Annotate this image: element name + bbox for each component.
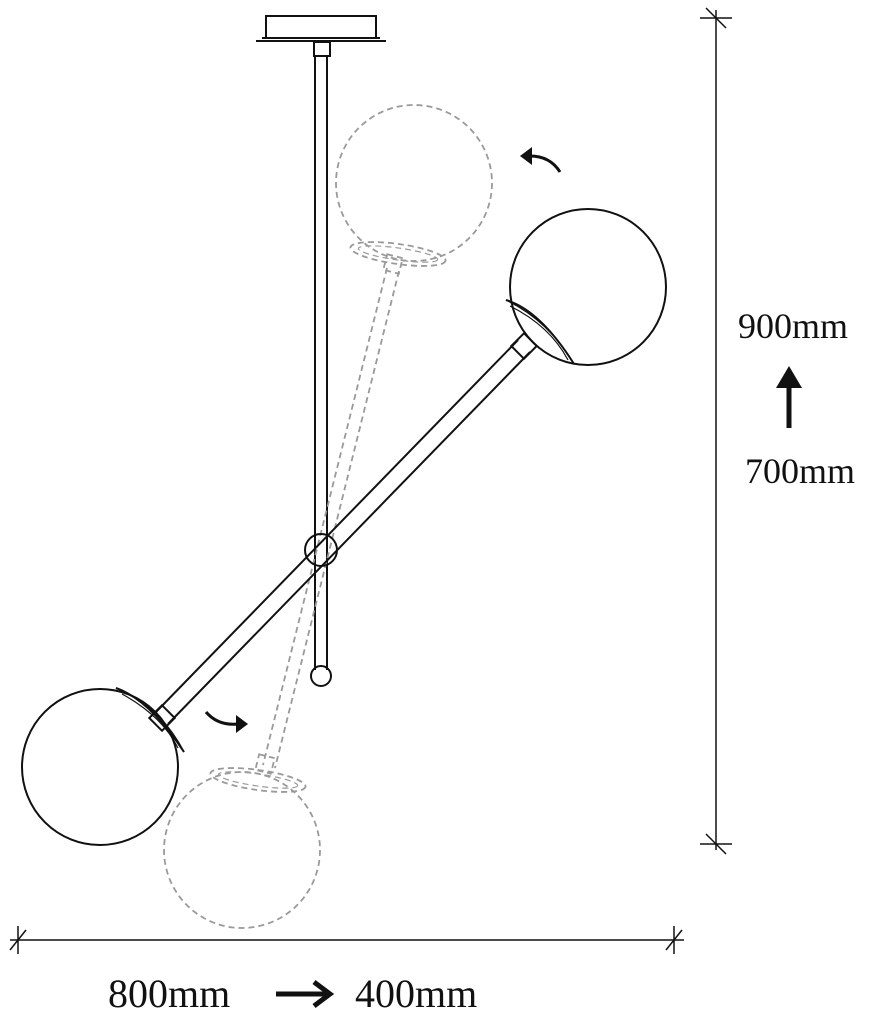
width-max-label: 800mm <box>108 971 231 1016</box>
width-min-label: 400mm <box>355 971 478 1016</box>
height-min-label: 700mm <box>745 451 856 491</box>
arrow-up-icon <box>776 366 802 428</box>
ghost-arm <box>254 253 404 775</box>
ceiling-canopy <box>256 15 386 57</box>
globe-bottom-left <box>21 687 185 846</box>
pivot-joint <box>304 533 338 567</box>
rotate-counterclockwise-icon <box>520 147 562 173</box>
width-dimension-line <box>9 926 684 954</box>
main-arm <box>147 331 539 733</box>
height-max-label: 900mm <box>738 306 849 346</box>
rotate-clockwise-icon <box>204 710 248 733</box>
globe-top-right <box>505 208 667 366</box>
ghost-globe-bottom <box>163 767 321 929</box>
ghost-globe-top <box>335 104 493 267</box>
arrow-right-icon <box>276 980 335 1008</box>
vertical-stem <box>310 56 332 687</box>
height-dimension-line <box>700 7 732 855</box>
